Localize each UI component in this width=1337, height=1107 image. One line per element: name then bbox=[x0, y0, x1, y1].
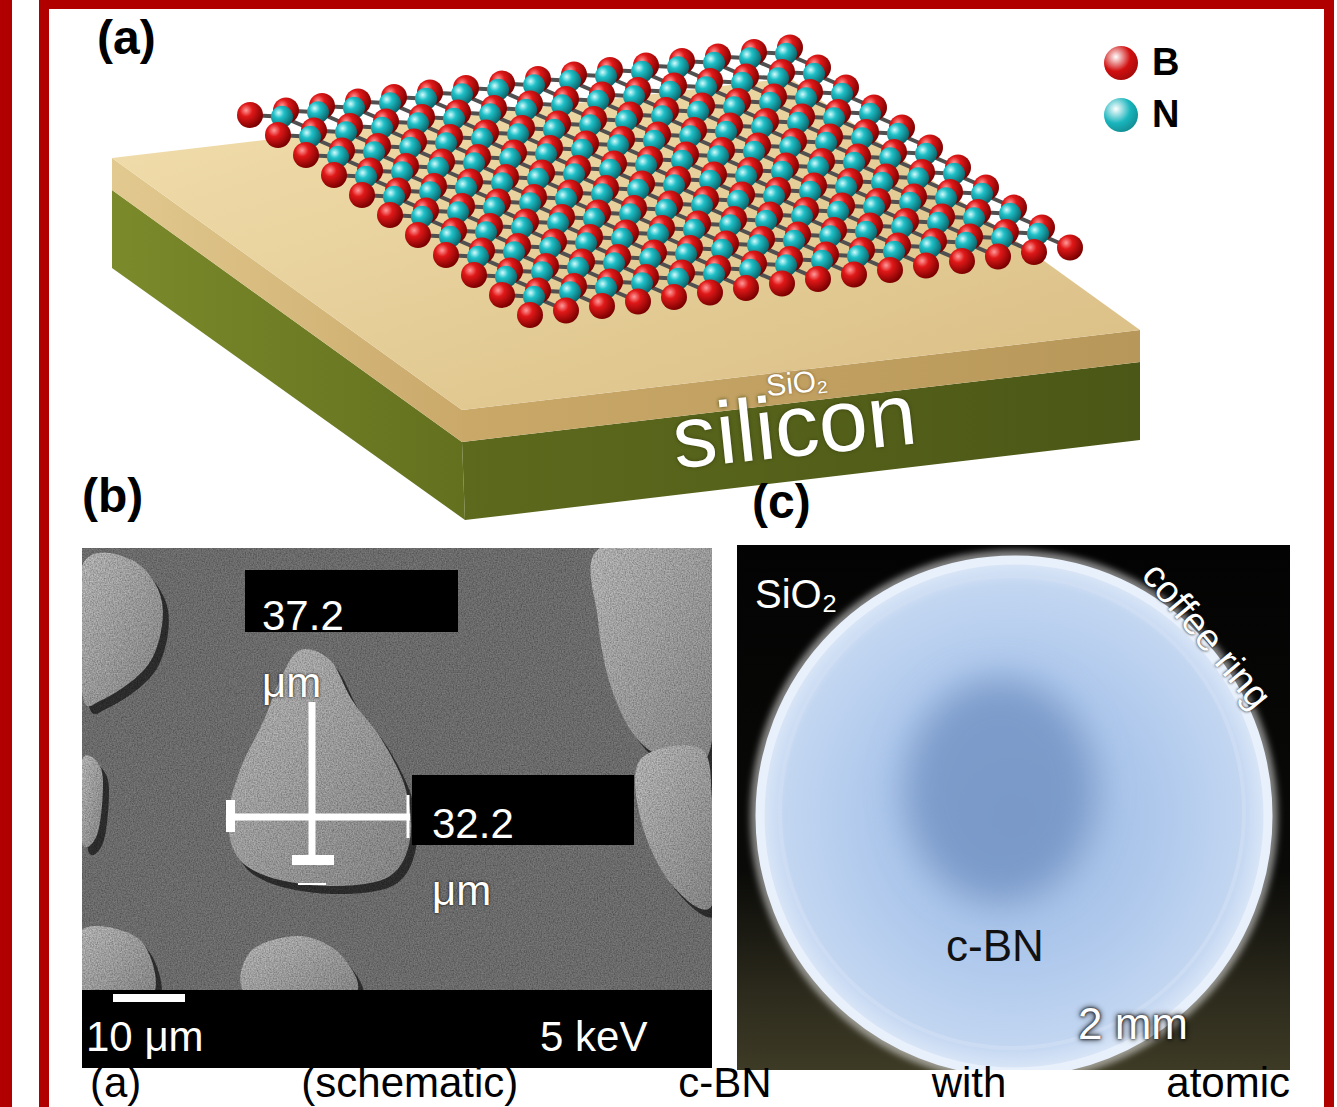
particle bbox=[635, 745, 712, 910]
legend-text: B bbox=[1152, 42, 1179, 84]
substrate-label: SiO₂ bbox=[755, 572, 837, 616]
boron-atom bbox=[985, 244, 1011, 270]
voltage-label: 5 keV bbox=[540, 1014, 647, 1060]
measure-line bbox=[230, 814, 410, 821]
panel-letter: (b) bbox=[82, 470, 143, 523]
boron-atom bbox=[1021, 239, 1047, 265]
legend-swatch bbox=[1104, 46, 1138, 80]
deposit-center bbox=[905, 678, 1095, 902]
boron-atom bbox=[769, 271, 795, 297]
bonds bbox=[250, 48, 1070, 316]
info-bar bbox=[82, 990, 712, 1068]
boron-atom bbox=[877, 257, 903, 283]
dimension-label: 37.2 μm bbox=[262, 582, 372, 716]
boron-atom bbox=[589, 293, 615, 319]
boron-atom bbox=[237, 102, 263, 128]
boron-atom bbox=[321, 162, 347, 188]
dimension-label: 32.2 μm bbox=[432, 790, 542, 924]
legend-row: N bbox=[1104, 94, 1179, 136]
scale-label: 2 mm bbox=[1078, 1000, 1188, 1048]
boron-atom bbox=[841, 262, 867, 288]
measure-cap bbox=[298, 883, 326, 885]
scale-bar bbox=[113, 994, 185, 1002]
boron-atom bbox=[293, 142, 319, 168]
measurement-marks bbox=[226, 570, 634, 884]
panel-letter: (a) bbox=[97, 12, 156, 65]
boron-atom bbox=[1057, 235, 1083, 261]
material-label: c-BN bbox=[946, 922, 1044, 970]
boron-atom bbox=[405, 222, 431, 248]
particle bbox=[82, 755, 103, 847]
legend-swatch bbox=[1104, 98, 1138, 132]
measure-line bbox=[309, 702, 316, 858]
particle bbox=[590, 548, 712, 764]
substrate-slab bbox=[112, 78, 1140, 520]
cbn-lattice bbox=[237, 35, 1083, 329]
frame-border bbox=[44, 4, 1329, 1107]
boron-atom bbox=[697, 280, 723, 306]
caption-fragment: (a) (schematic) c-BN with atomic bbox=[90, 1060, 1290, 1106]
particle bbox=[82, 552, 163, 706]
measure-cap bbox=[292, 855, 334, 865]
boron-atom bbox=[517, 302, 543, 328]
oxide-top bbox=[112, 78, 1140, 410]
measure-cap bbox=[226, 800, 235, 832]
boron-atom bbox=[265, 122, 291, 148]
boron-atom bbox=[805, 266, 831, 292]
droplet-photo bbox=[737, 545, 1290, 1070]
scale-label: 10 μm bbox=[86, 1014, 204, 1060]
frame-bar bbox=[0, 0, 12, 1107]
sem-texture bbox=[82, 548, 712, 1012]
boron-atom bbox=[433, 242, 459, 268]
boron-atom bbox=[377, 202, 403, 228]
legend-text: N bbox=[1152, 94, 1179, 136]
boron-atom bbox=[349, 182, 375, 208]
boron-atom bbox=[489, 282, 515, 308]
measure-cap bbox=[407, 795, 410, 838]
inner-ring bbox=[780, 576, 1244, 1048]
boron-atom bbox=[733, 275, 759, 301]
boron-atom bbox=[553, 298, 579, 324]
sem-image bbox=[82, 548, 712, 1068]
legend-row: B bbox=[1104, 42, 1179, 84]
panel-letter: (c) bbox=[752, 476, 811, 529]
boron-atom bbox=[913, 253, 939, 279]
boron-atom bbox=[461, 262, 487, 288]
boron-atom bbox=[625, 289, 651, 315]
boron-atom bbox=[661, 284, 687, 310]
boron-atom bbox=[949, 248, 975, 274]
